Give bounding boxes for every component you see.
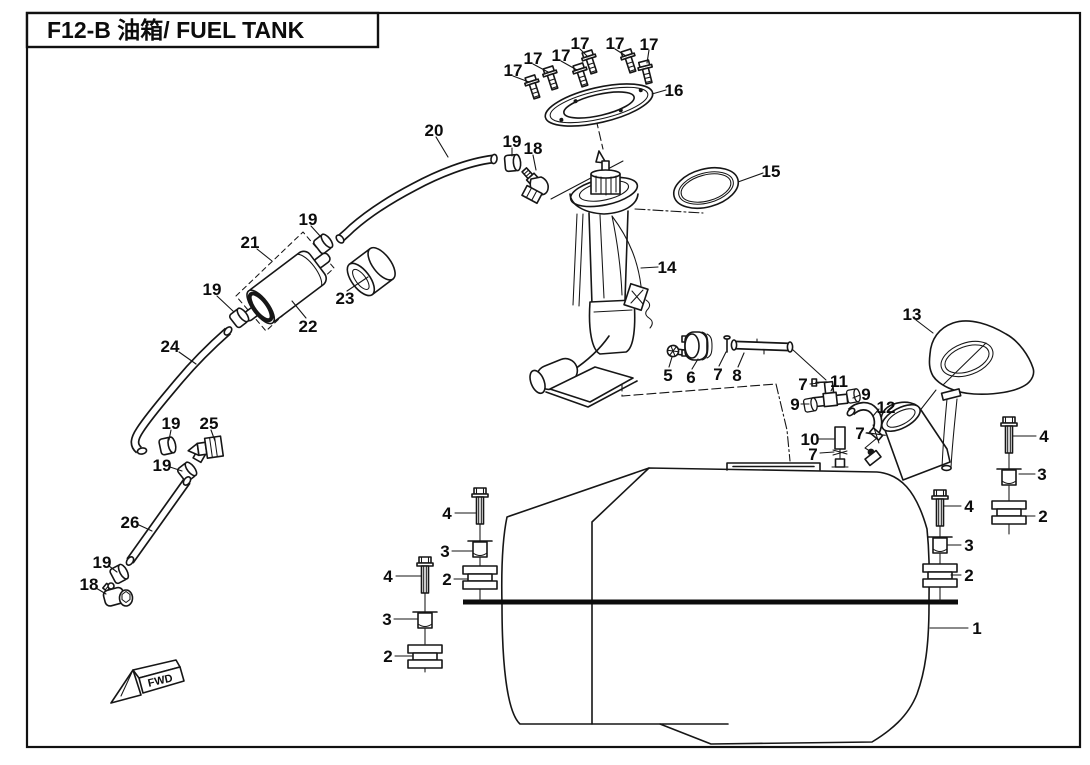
part-label-21: 21 [241, 233, 260, 252]
part-label-7: 7 [855, 424, 864, 443]
part-label-4: 4 [964, 497, 974, 516]
filler-vent-tube [940, 388, 962, 472]
bolt-stack-right-outer [991, 416, 1027, 535]
fuel-pump-assembly [529, 160, 653, 408]
part-label-22: 22 [299, 317, 318, 336]
clip-19-hose20 [503, 153, 523, 173]
part-label-17: 17 [504, 61, 523, 80]
pin-7-valve [723, 335, 731, 353]
pump-mount-rail [726, 462, 821, 471]
part-label-16: 16 [665, 81, 684, 100]
vent-tube-10 [831, 426, 849, 468]
part-label-19: 19 [93, 553, 112, 572]
part-label-14: 14 [658, 258, 677, 277]
part-label-13: 13 [903, 305, 922, 324]
part-label-7: 7 [713, 365, 722, 384]
bolt-stack-right-inner [922, 489, 958, 602]
part-label-12: 12 [877, 398, 896, 417]
part-label-3: 3 [382, 610, 391, 629]
fwd-arrow: FWD [110, 659, 185, 704]
elbow-fitting-18-top [521, 167, 549, 205]
part-label-19: 19 [503, 132, 522, 151]
part-label-2: 2 [964, 566, 973, 585]
part-label-17: 17 [552, 46, 571, 65]
part-label-26: 26 [121, 513, 140, 532]
part-label-18: 18 [80, 575, 99, 594]
part-label-19: 19 [203, 280, 222, 299]
part-label-4: 4 [1039, 427, 1049, 446]
part-label-17: 17 [606, 34, 625, 53]
filter-group-box-21 [235, 231, 335, 332]
part-label-1: 1 [972, 619, 981, 638]
part-label-17: 17 [640, 35, 659, 54]
part-label-23: 23 [336, 289, 355, 308]
part-label-4: 4 [442, 504, 452, 523]
filler-bezel-13 [928, 320, 1035, 395]
rollover-valve-6 [681, 331, 713, 361]
part-label-15: 15 [762, 162, 781, 181]
fuel-tank [500, 462, 930, 745]
part-label-10: 10 [801, 430, 820, 449]
clip-19-fitting25 [157, 435, 178, 457]
elbow-fitting-18-bottom [102, 582, 134, 607]
part-label-20: 20 [425, 121, 444, 140]
part-label-19: 19 [162, 414, 181, 433]
part-label-18: 18 [524, 139, 543, 158]
part-label-6: 6 [686, 368, 695, 387]
bolt-stack-left-inner [462, 487, 498, 602]
hose-26 [125, 476, 192, 566]
fwd-label: FWD [147, 672, 174, 689]
part-label-4: 4 [383, 567, 393, 586]
part-label-7: 7 [808, 445, 817, 464]
part-label-3: 3 [1037, 465, 1046, 484]
part-label-8: 8 [732, 366, 741, 385]
page-title: F12-B 油箱/ FUEL TANK [47, 17, 305, 43]
part-label-2: 2 [383, 647, 392, 666]
filter-collar-23 [346, 246, 396, 297]
part-label-17: 17 [571, 34, 590, 53]
part-label-11: 11 [830, 372, 848, 391]
part-label-3: 3 [440, 542, 449, 561]
part-label-25: 25 [200, 414, 219, 433]
title-box [25, 11, 380, 49]
seal-ring-15 [672, 166, 740, 210]
clip-9-left [802, 396, 819, 414]
tee-fitting-11 [812, 380, 849, 408]
part-label-5: 5 [663, 366, 672, 385]
part-label-19: 19 [153, 456, 172, 475]
retainer-plate-16 [544, 83, 654, 127]
hose-12 [846, 401, 883, 434]
part-label-24: 24 [161, 337, 180, 356]
clamp-7-hose12 [866, 424, 886, 444]
part-label-2: 2 [1038, 507, 1047, 526]
part-label-17: 17 [524, 49, 543, 68]
fitting-25 [187, 435, 225, 464]
bolt-stack-left-outer [407, 556, 443, 673]
hose-20 [335, 153, 498, 244]
part-label-3: 3 [964, 536, 973, 555]
hose-24 [130, 326, 233, 455]
part-label-19: 19 [299, 210, 318, 229]
part-label-7: 7 [798, 375, 807, 394]
part-label-9: 9 [861, 385, 870, 404]
leader-lines [95, 48, 1037, 657]
tube-8 [730, 338, 794, 355]
part-label-9: 9 [790, 395, 799, 414]
part-label-2: 2 [442, 570, 451, 589]
